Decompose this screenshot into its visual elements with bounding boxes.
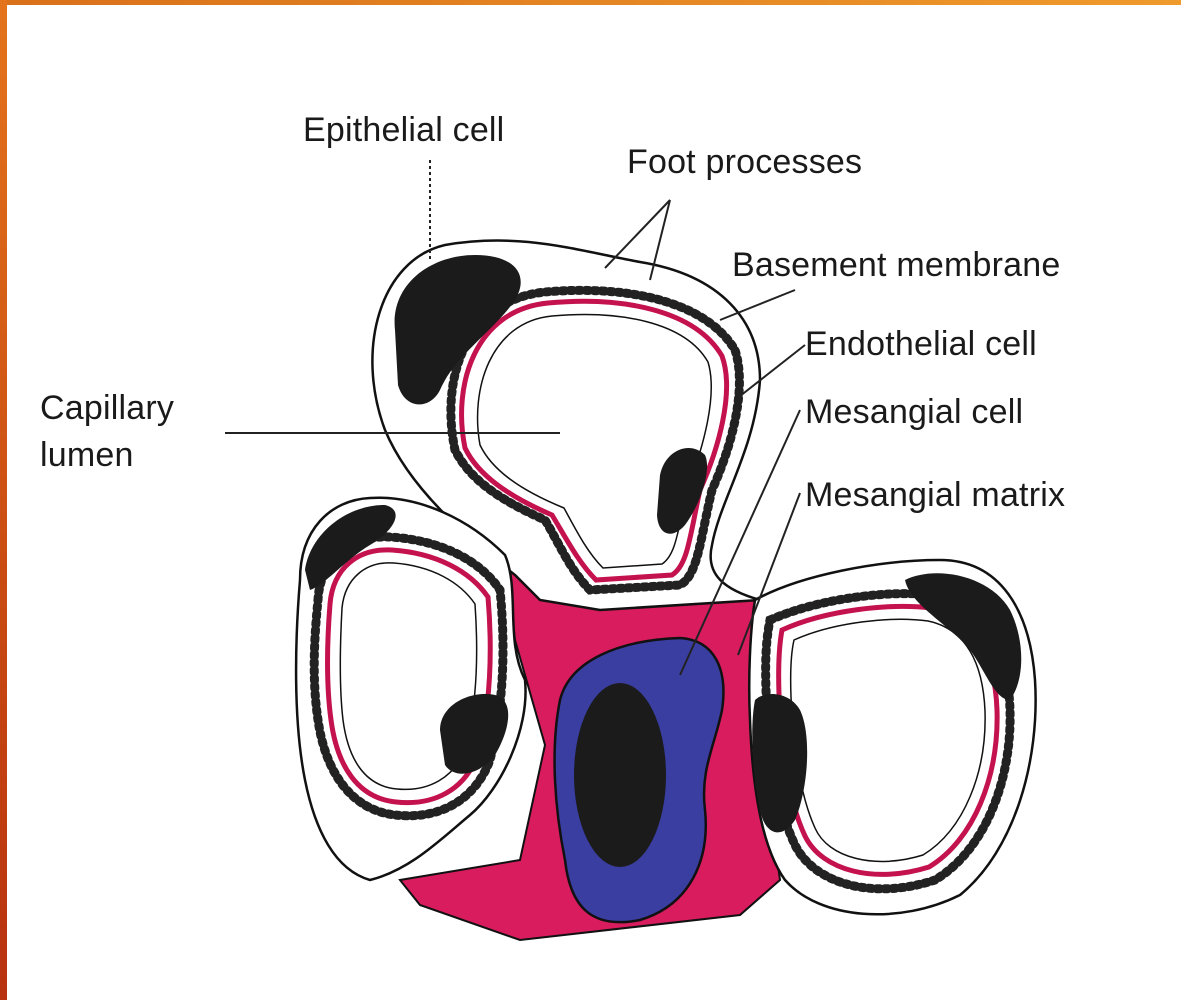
left-capillary-loop [296, 498, 525, 880]
label-foot-processes: Foot processes [627, 140, 862, 184]
leader-foot-processes-a [605, 200, 670, 268]
label-mesangial-cell: Mesangial cell [805, 390, 1023, 434]
label-capillary-lumen-line2: lumen [40, 433, 134, 477]
label-epithelial-cell: Epithelial cell [303, 108, 504, 152]
mesangial-cell-nucleus [574, 683, 666, 867]
right-capillary-loop [749, 560, 1035, 914]
label-endothelial-cell: Endothelial cell [805, 322, 1037, 366]
label-basement-membrane: Basement membrane [732, 243, 1060, 287]
label-capillary-lumen-line1: Capillary [40, 386, 174, 430]
label-mesangial-matrix: Mesangial matrix [805, 473, 1065, 517]
